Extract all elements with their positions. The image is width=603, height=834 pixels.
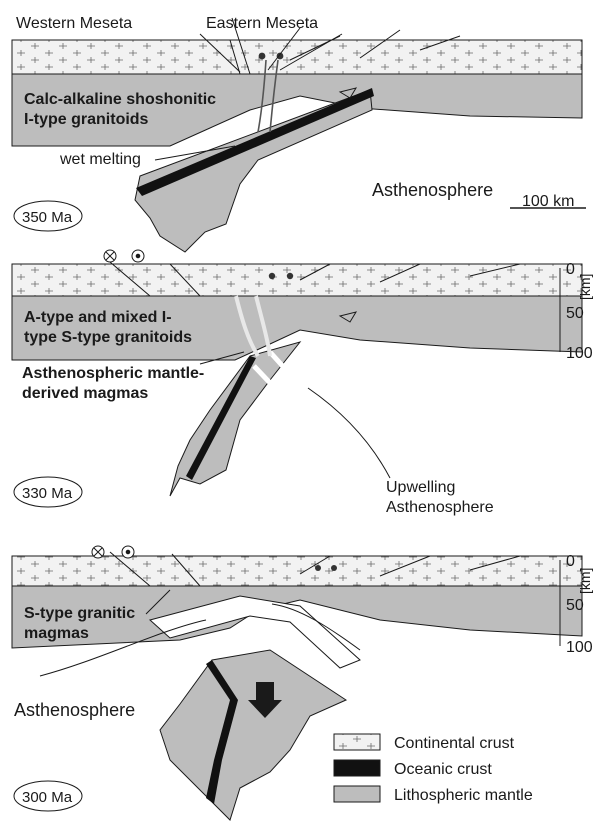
wet-melting-label: wet melting [59, 151, 141, 168]
age-label-300: 300 Ma [22, 789, 73, 806]
granitoid-label-line-2: I-type granitoids [24, 111, 149, 128]
s-type-label-line-1: S-type granitic [24, 605, 135, 622]
granitoid-label-line-1: Calc-alkaline shoshonitic [24, 91, 216, 108]
upwelling-arrow [308, 388, 390, 478]
scale-label: 100 km [522, 193, 574, 210]
continental-crust-layer [12, 556, 582, 586]
age-label-330: 330 Ma [22, 485, 73, 502]
depth-tick-0: 0 [566, 261, 575, 278]
lithospheric-mantle [12, 296, 582, 360]
legend-label-continental-crust: Continental crust [394, 735, 515, 752]
depth-unit: [km] [577, 274, 593, 300]
panel-300ma: 0 50 100 [km] S-type granitic magmas Ast… [12, 546, 593, 820]
western-meseta-label: Western Meseta [16, 15, 132, 32]
magma-label-line-2: derived magmas [22, 385, 148, 402]
legend-label-lithospheric-mantle: Lithospheric mantle [394, 787, 533, 804]
upwelling-label-line-1: Upwelling [386, 479, 455, 496]
panel-330ma: 0 50 100 [km] A-type and mixed I- type S… [12, 250, 593, 516]
panel-350ma: Western Meseta Eastern Meseta Calc-alkal… [12, 15, 586, 252]
depth-tick-0: 0 [566, 553, 575, 570]
depth-tick-50: 50 [566, 597, 584, 614]
asthenosphere-label-300: Asthenosphere [14, 700, 135, 720]
upwelling-label-line-2: Asthenosphere [386, 499, 494, 516]
age-label-350: 350 Ma [22, 209, 73, 226]
s-type-label-line-2: magmas [24, 625, 89, 642]
movement-symbols [104, 250, 144, 262]
depth-tick-50: 50 [566, 305, 584, 322]
granitoid-label-line-2: type S-type granitoids [24, 329, 192, 346]
granitoid-label-line-1: A-type and mixed I- [24, 309, 172, 326]
detached-slab [160, 650, 346, 820]
legend: Continental crust Oceanic crust Lithosph… [334, 734, 533, 804]
eastern-meseta-label: Eastern Meseta [206, 15, 318, 32]
legend-swatch-continental-crust [334, 734, 380, 750]
legend-swatch-lithospheric-mantle [334, 786, 380, 802]
magma-label-line-1: Asthenospheric mantle- [22, 365, 204, 382]
depth-unit: [km] [577, 568, 593, 594]
asthenosphere-label-350: Asthenosphere [372, 180, 493, 200]
depth-tick-100: 100 [566, 639, 593, 656]
continental-crust-layer [12, 264, 582, 296]
depth-tick-100: 100 [566, 345, 593, 362]
legend-label-oceanic-crust: Oceanic crust [394, 761, 492, 778]
legend-swatch-oceanic-crust [334, 760, 380, 776]
